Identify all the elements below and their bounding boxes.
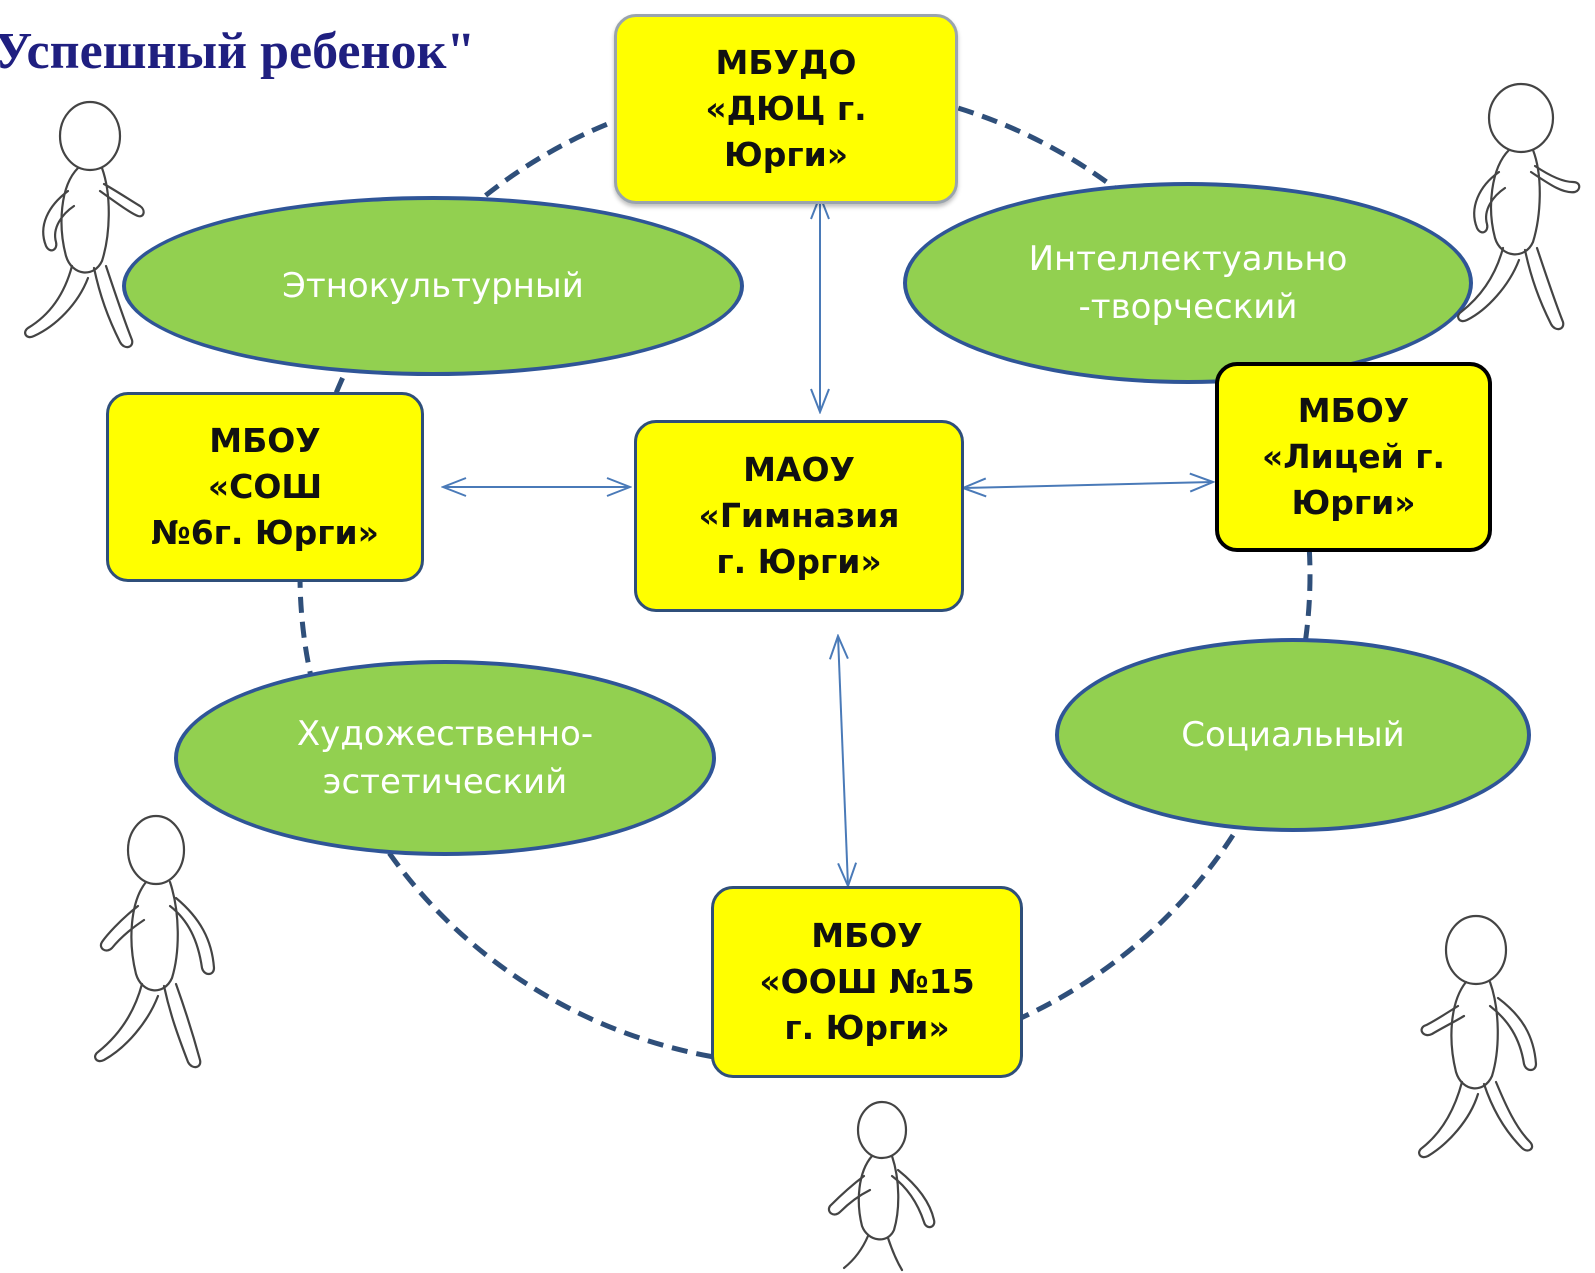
node-mbudo-line3: Юрги» bbox=[723, 135, 849, 174]
node-oosh15-line1: МБОУ bbox=[811, 916, 923, 955]
node-sosh-6: МБОУ «СОШ №6г. Юрги» bbox=[106, 392, 424, 582]
node-lyceum-line3: Юрги» bbox=[1291, 483, 1416, 522]
node-mbudo-line2: «ДЮЦ г. bbox=[705, 89, 867, 128]
node-lyceum-line1: МБОУ bbox=[1297, 391, 1410, 430]
node-oosh15-line2: «ООШ №15 bbox=[759, 962, 975, 1001]
node-center-line3: г. Юрги» bbox=[716, 542, 882, 581]
walking-figure-bottom-center-icon bbox=[827, 1100, 936, 1272]
node-center-line2: «Гимназия bbox=[698, 496, 900, 535]
direction-ethnocultural-label: Этнокультурный bbox=[282, 266, 584, 306]
walking-figure-top-left-icon bbox=[24, 100, 145, 349]
node-sosh6-line2: «СОШ bbox=[207, 467, 323, 506]
node-lyceum: МБОУ «Лицей г. Юрги» bbox=[1215, 362, 1492, 552]
node-oosh15-line3: г. Юрги» bbox=[784, 1008, 950, 1047]
direction-intellectual-label-line2: -творческий bbox=[1078, 287, 1298, 327]
direction-social: Социальный bbox=[1055, 638, 1531, 832]
node-sosh6-line1: МБОУ bbox=[209, 421, 321, 460]
node-center-line1: МАОУ bbox=[743, 450, 855, 489]
node-oosh-15: МБОУ «ООШ №15 г. Юрги» bbox=[711, 886, 1023, 1078]
direction-artistic-aesthetic: Художественно- эстетический bbox=[174, 660, 716, 856]
walking-figure-bottom-left-icon bbox=[94, 814, 216, 1069]
diagram-title: Успешный ребенок" bbox=[0, 23, 476, 80]
walking-figure-top-right-icon bbox=[1457, 82, 1581, 331]
node-center-gymnasium: МАОУ «Гимназия г. Юрги» bbox=[634, 420, 964, 612]
node-mbudo-dyuts: МБУДО «ДЮЦ г. Юрги» bbox=[614, 14, 958, 204]
node-sosh6-line3: №6г. Юрги» bbox=[151, 513, 379, 552]
node-mbudo-line1: МБУДО bbox=[715, 43, 857, 82]
direction-artistic-label-line1: Художественно- bbox=[296, 714, 594, 754]
walking-figure-bottom-right-icon bbox=[1418, 914, 1538, 1159]
direction-artistic-label-line2: эстетический bbox=[322, 762, 568, 802]
direction-intellectual-label-line1: Интеллектуально bbox=[1028, 239, 1348, 279]
direction-social-label: Социальный bbox=[1181, 715, 1405, 755]
arrow-center-bottom bbox=[838, 636, 848, 886]
node-lyceum-line2: «Лицей г. bbox=[1261, 437, 1446, 476]
direction-ethnocultural: Этнокультурный bbox=[122, 196, 744, 376]
direction-intellectual-creative: Интеллектуально -творческий bbox=[903, 182, 1473, 384]
arrow-center-right bbox=[963, 482, 1213, 488]
